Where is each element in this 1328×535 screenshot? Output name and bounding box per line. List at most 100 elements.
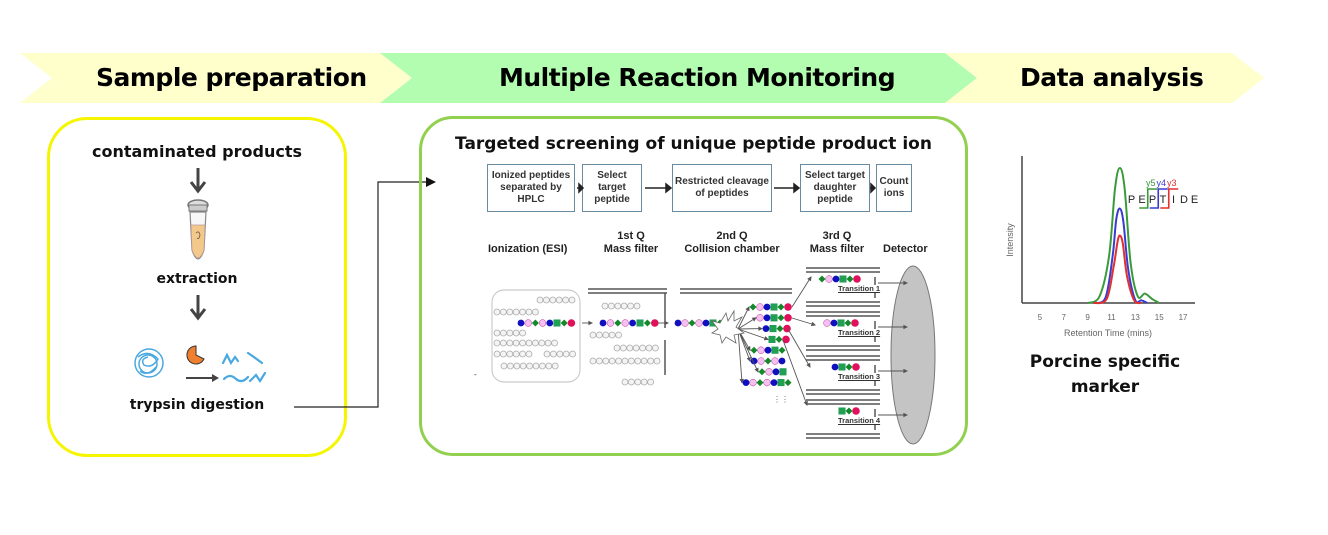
- neutral-bead: [493, 339, 501, 347]
- ion-bead: [758, 368, 766, 376]
- x-tick-label: 9: [1085, 313, 1090, 322]
- ion-bead: [830, 319, 838, 327]
- workflow-step-select-target: Select target peptide: [582, 164, 642, 212]
- neutral-bead: [512, 308, 520, 316]
- ion-label-y5: y5: [1146, 178, 1156, 188]
- x-tick-label: 7: [1062, 313, 1067, 322]
- neutral-bead: [562, 350, 570, 358]
- x-tick-label: 15: [1155, 313, 1164, 322]
- neutral-bead: [512, 329, 520, 337]
- x-tick-label: 5: [1038, 313, 1043, 322]
- ion-bead: [769, 325, 777, 333]
- ion-bead: [763, 314, 771, 322]
- neutral-bead: [602, 357, 610, 365]
- ion-bead: [823, 319, 831, 327]
- folded-protein-icon: [134, 348, 164, 378]
- ion-bead: [757, 346, 765, 354]
- peptide-fragments-icon: [221, 351, 267, 384]
- neutral-bead: [543, 350, 551, 358]
- transition-label: Transition 1: [838, 284, 881, 293]
- fragment-bracket-y3: [1160, 188, 1179, 209]
- fragment-bracket-y5: [1139, 188, 1158, 209]
- ion-bead: [837, 319, 845, 327]
- ion-bead: [621, 319, 629, 327]
- neutral-bead: [506, 308, 514, 316]
- ion-bead: [784, 379, 792, 387]
- ion-bead: [681, 319, 689, 327]
- ion-bead: [553, 319, 561, 327]
- workflow-step-select-daughter: Select target daughter peptide: [800, 164, 870, 212]
- neutral-bead: [538, 339, 546, 347]
- ion-bead: [776, 325, 784, 333]
- neutral-bead: [645, 344, 653, 352]
- y-axis-label: Intensity: [1005, 223, 1015, 257]
- neutral-bead: [493, 329, 501, 337]
- mrm-title: Targeted screening of unique peptide pro…: [455, 134, 932, 154]
- ion-bead: [651, 319, 659, 327]
- neutral-bead: [613, 344, 621, 352]
- neutral-bead: [589, 331, 597, 339]
- ion-bead: [778, 346, 786, 354]
- neutral-bead: [632, 344, 640, 352]
- transition-label: Transition 3: [838, 372, 881, 381]
- ion-bead: [846, 275, 854, 283]
- neutral-bead: [519, 339, 526, 347]
- neutral-bead: [589, 357, 597, 365]
- ion-bead: [838, 407, 846, 415]
- neutral-bead: [500, 350, 507, 358]
- ion-bead: [560, 319, 568, 327]
- svg-text:⋮⋮: ⋮⋮: [773, 395, 789, 404]
- neutral-bead: [621, 378, 629, 386]
- stage-ionization-label: Ionization (ESI): [488, 243, 568, 255]
- neutral-bead: [569, 350, 576, 358]
- series-line-y5: [1087, 166, 1160, 304]
- neutral-bead: [543, 296, 550, 304]
- trypsin-enzyme-icon: [186, 345, 205, 365]
- down-arrow-icon: [189, 168, 207, 194]
- ion-bead: [688, 319, 696, 327]
- ion-bead: [764, 357, 772, 365]
- neutral-bead: [493, 350, 501, 358]
- neutral-bead: [595, 357, 603, 365]
- ion-bead: [629, 319, 636, 327]
- neutral-bead: [653, 357, 661, 365]
- ion-bead: [606, 319, 615, 327]
- neutral-bead: [513, 362, 521, 370]
- ion-bead: [702, 319, 710, 327]
- fragment-bracket-y4: [1149, 188, 1168, 209]
- neutral-bead: [626, 344, 634, 352]
- neutral-bead: [651, 344, 659, 352]
- ion-bead: [674, 319, 682, 327]
- ion-bead: [756, 314, 764, 322]
- ion-bead: [636, 319, 644, 327]
- down-arrow-icon: [189, 295, 207, 321]
- ion-bead: [771, 346, 779, 354]
- ion-bead: [818, 275, 826, 283]
- peptide-letter: P: [1149, 194, 1157, 206]
- neutral-bead: [601, 302, 609, 310]
- peptide-letter: P: [1128, 194, 1136, 206]
- neutral-bead: [500, 339, 507, 347]
- trypsin-digestion-label: trypsin digestion: [129, 397, 265, 413]
- neutral-bead: [639, 344, 647, 352]
- neutral-bead: [595, 331, 603, 339]
- ion-bead: [749, 378, 757, 387]
- neutral-bead: [500, 362, 508, 370]
- neutral-bead: [627, 357, 635, 365]
- peptide-letter: E: [1191, 194, 1199, 206]
- ion-bead: [839, 275, 847, 283]
- workflow-step-ionized-peptides: Ionized peptides separated by HPLC: [487, 164, 575, 212]
- ion-bead: [777, 379, 785, 387]
- extraction-label: extraction: [156, 271, 238, 287]
- neutral-bead: [525, 308, 533, 316]
- neutral-bead: [620, 302, 628, 310]
- ion-bead: [750, 346, 758, 354]
- peptide-letter: T: [1160, 194, 1168, 206]
- neutral-bead: [608, 331, 616, 339]
- banner-label-sample-preparation: Sample preparation: [96, 63, 367, 92]
- neutral-bead: [536, 296, 544, 304]
- workflow-step-restricted-cleavage: Restricted cleavage of peptides: [672, 164, 772, 212]
- neutral-bead: [615, 331, 623, 339]
- neutral-bead: [640, 378, 648, 386]
